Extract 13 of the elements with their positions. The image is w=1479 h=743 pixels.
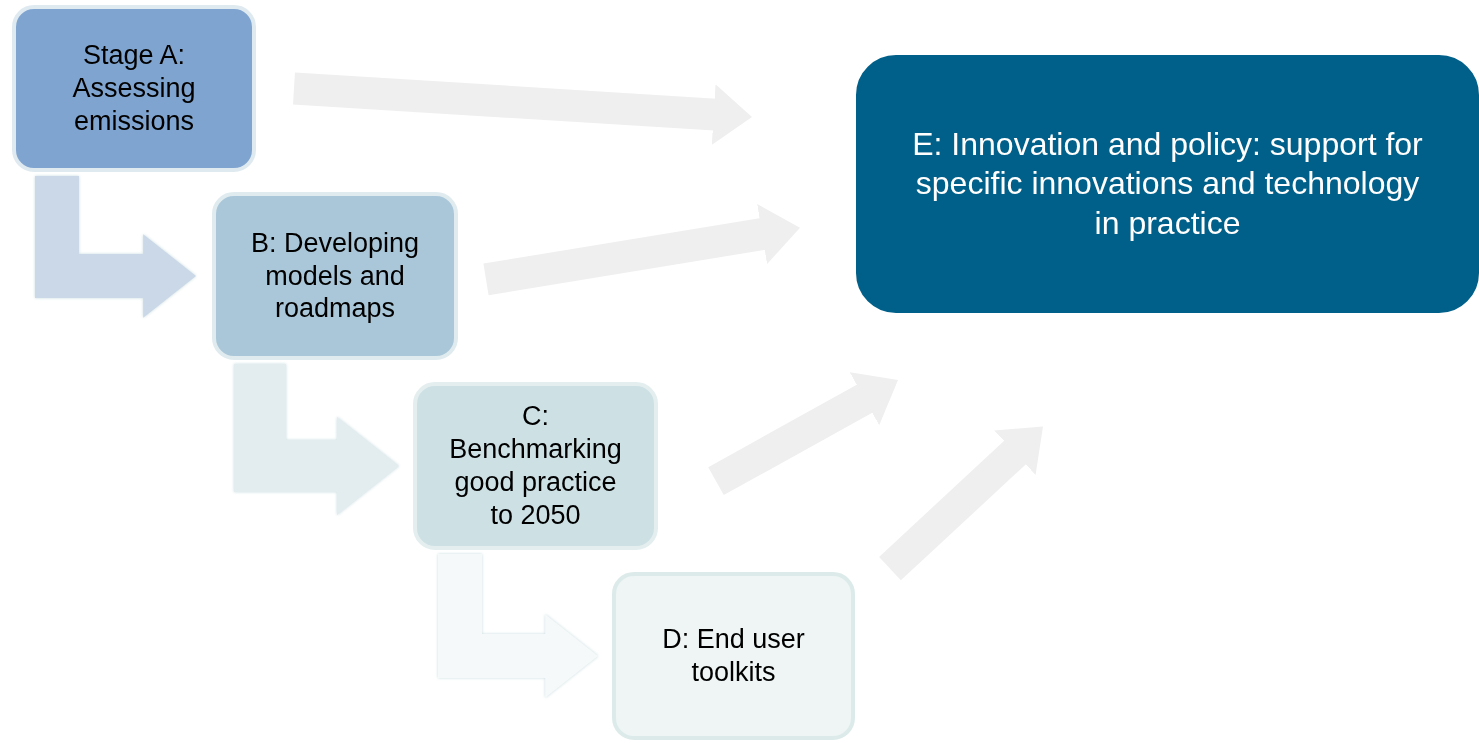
stage-label: Stage A: Assessing emissions [71,39,197,138]
rounded-box [856,55,1479,313]
arrow [234,364,399,516]
stage-label: D: End user toolkits [661,623,806,689]
stage-label: E: Innovation and policy: support for specific innovations and technology in practice [911,125,1424,243]
stage-box [212,192,458,360]
stage-box [12,5,256,172]
stage-box [413,382,658,550]
stage-label: C: Benchmarking good practice to 2050 [448,400,623,532]
stage-box [612,572,855,740]
stage-label: B: Developing models and roadmaps [249,226,421,326]
arrow [35,176,196,318]
arrow [438,554,598,698]
